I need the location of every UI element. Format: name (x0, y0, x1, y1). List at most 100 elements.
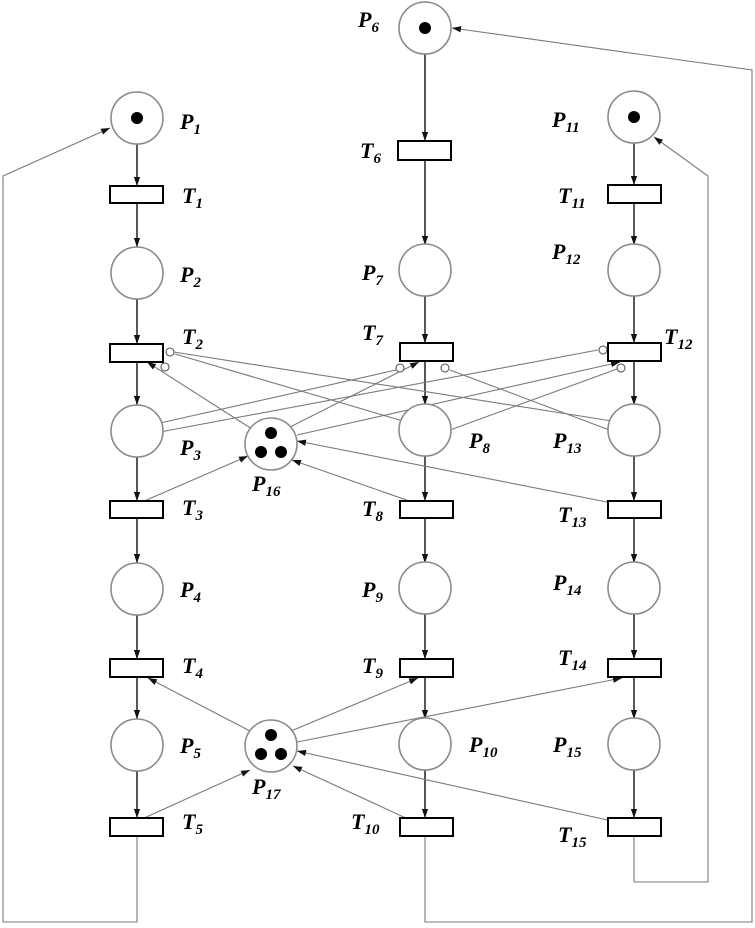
inhibitor-arc-p8-t12 (449, 368, 618, 431)
place-p17 (244, 719, 298, 773)
transition-t11 (607, 184, 662, 204)
place-p13 (607, 403, 661, 457)
label-t13: T13 (558, 502, 587, 531)
label-p4: P4 (179, 577, 201, 606)
transition-t6 (397, 140, 452, 161)
place-p2 (110, 246, 164, 300)
label-t5: T5 (182, 809, 203, 838)
label-p16: P16 (251, 471, 281, 500)
token-p17-b (255, 748, 267, 760)
tokens (131, 22, 640, 760)
arc-p16-t12 (296, 360, 621, 436)
label-p17: P17 (251, 774, 281, 803)
inhibitor-circle-t2-a (165, 347, 175, 357)
inhibitor-circle-t7-b (440, 363, 450, 373)
arc-t8-p16 (291, 459, 416, 504)
transition-t9 (399, 658, 454, 678)
arc-t5-p1-loop (2, 127, 138, 923)
label-p6: P6 (357, 7, 379, 36)
inhibitor-circle-t12-b (616, 363, 626, 373)
place-p10 (398, 717, 452, 771)
label-t4: T4 (182, 653, 203, 682)
transition-t10 (399, 817, 454, 837)
label-p14: P14 (552, 570, 582, 599)
label-p15: P15 (552, 732, 582, 761)
places (110, 1, 661, 773)
arc-t10-p6-loop (424, 26, 753, 923)
inhibitor-arc-p3-t12 (159, 349, 599, 433)
label-p2: P2 (179, 262, 201, 291)
transition-t2 (109, 343, 164, 363)
place-p3 (110, 404, 164, 458)
label-t14: T14 (558, 645, 587, 674)
arc-t15-p11-loop (633, 136, 709, 883)
transition-t12 (607, 342, 662, 362)
arc-t10-p17 (292, 765, 409, 820)
token-p16-b (255, 446, 267, 458)
inhibitor-circle-t7-a (395, 363, 405, 373)
arc-p17-t14 (296, 676, 623, 743)
place-p7 (398, 243, 452, 297)
place-p9 (398, 561, 452, 615)
inhibitor-arc-p8-t2 (174, 353, 404, 422)
label-t3: T3 (182, 495, 203, 524)
token-p1 (131, 112, 143, 124)
arc-t13-p16 (296, 439, 613, 504)
label-p10: P10 (468, 732, 498, 761)
inhibitor-arc-p13-t2 (173, 351, 613, 422)
place-p14 (607, 561, 661, 615)
label-p5: P5 (179, 733, 201, 762)
label-t12: T12 (664, 324, 693, 353)
token-p16-a (265, 427, 277, 439)
place-p5 (110, 718, 164, 772)
transition-t14 (607, 658, 662, 678)
place-p8 (398, 403, 452, 457)
label-t10: T10 (351, 809, 380, 838)
label-t8: T8 (362, 496, 383, 525)
label-t9: T9 (362, 653, 383, 682)
transition-t3 (109, 500, 164, 519)
transition-t5 (109, 817, 164, 837)
place-p15 (607, 717, 661, 771)
token-p17-a (265, 729, 277, 741)
place-p16 (244, 417, 298, 471)
transition-t4 (109, 658, 164, 678)
token-p17-c (275, 748, 287, 760)
inhibitor-circle-t2-b (160, 362, 170, 372)
place-p4 (110, 562, 164, 616)
label-t11: T11 (558, 183, 586, 212)
arcs (2, 26, 753, 923)
label-p11: P11 (551, 107, 580, 136)
label-p8: P8 (468, 428, 490, 457)
label-t6: T6 (360, 138, 381, 167)
arc-t5-p17 (141, 769, 251, 820)
transition-t8 (399, 500, 454, 519)
label-p1: P1 (179, 109, 201, 138)
labels: P1 P2 P3 P4 P5 P6 P7 P8 P9 P10 P11 P12 P… (179, 7, 693, 851)
transition-t15 (607, 817, 662, 837)
inhibitor-circle-t12-a (598, 345, 608, 355)
label-p3: P3 (179, 435, 201, 464)
token-p11 (628, 111, 640, 123)
label-p13: P13 (552, 428, 582, 457)
arc-t3-p16 (141, 455, 249, 503)
place-p12 (607, 243, 661, 297)
label-t1: T1 (182, 183, 203, 212)
transition-t13 (607, 500, 662, 519)
inhibitor-arc-p3-t7 (159, 369, 397, 424)
arc-p17-t9 (290, 677, 419, 732)
label-t7: T7 (362, 320, 383, 349)
arc-p17-t4 (147, 677, 251, 732)
token-p6 (419, 22, 431, 34)
arc-t15-p17 (296, 749, 613, 822)
transition-t7 (399, 342, 454, 362)
transitions (109, 140, 662, 837)
label-p9: P9 (361, 577, 383, 606)
label-p12: P12 (551, 239, 581, 268)
transition-t1 (109, 185, 164, 204)
label-t15: T15 (558, 822, 587, 851)
token-p16-c (275, 446, 287, 458)
label-t2: T2 (182, 324, 203, 353)
label-p7: P7 (361, 260, 383, 289)
